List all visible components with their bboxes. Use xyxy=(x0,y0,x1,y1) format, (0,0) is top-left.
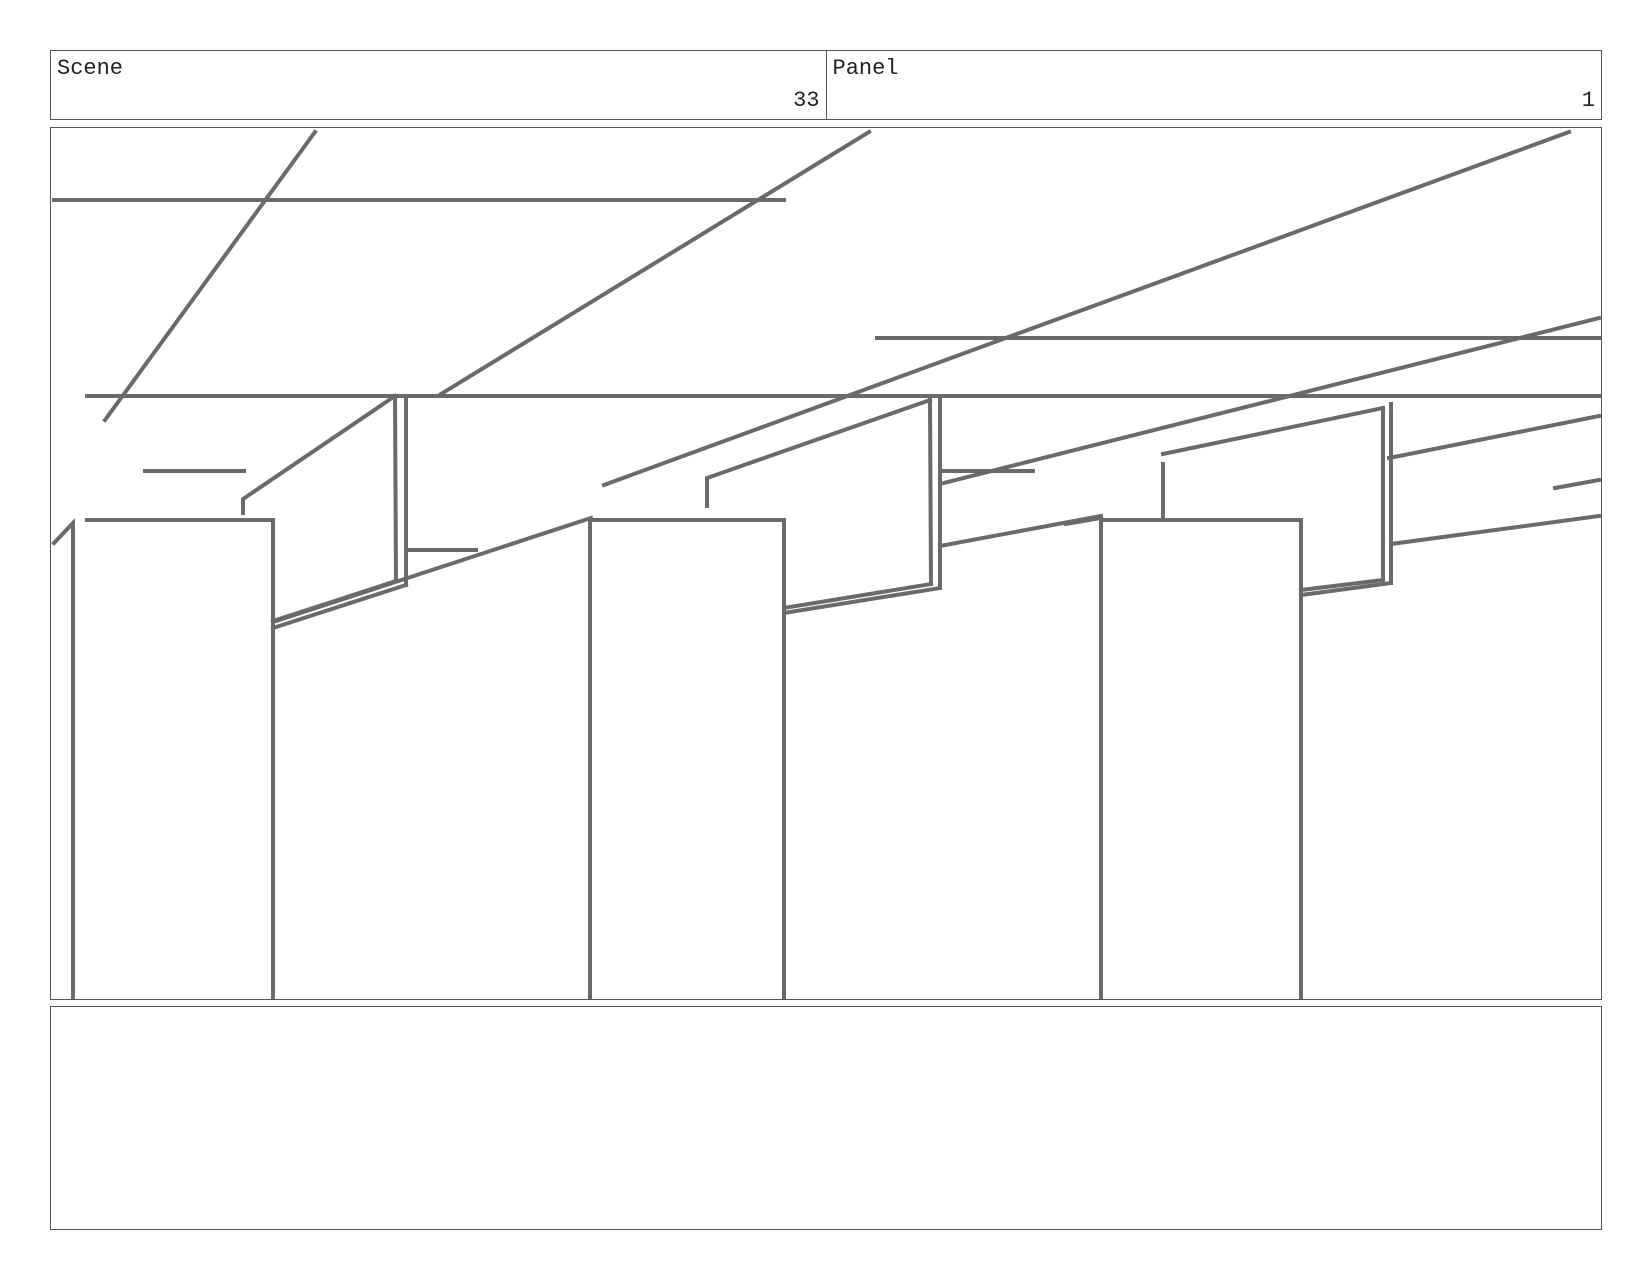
sketch-strokes xyxy=(51,129,1601,999)
stroke-line xyxy=(1552,477,1601,491)
stroke-line xyxy=(1298,580,1394,598)
stroke-line xyxy=(941,315,1601,486)
stroke-line xyxy=(85,518,275,999)
stroke-line xyxy=(241,393,398,515)
panel-label: Panel xyxy=(832,56,899,81)
stroke-line xyxy=(1160,405,1386,457)
panel-sketch xyxy=(51,129,1601,999)
storyboard-panel[interactable] xyxy=(50,127,1602,1000)
stroke-line xyxy=(781,581,934,611)
stroke-line xyxy=(392,393,399,584)
stroke-line xyxy=(927,397,934,587)
stroke-line xyxy=(102,129,318,423)
stroke-line xyxy=(601,129,1572,488)
stroke-line xyxy=(1063,515,1104,527)
stroke-line xyxy=(588,518,786,999)
stroke-line xyxy=(1298,577,1386,593)
stroke-line xyxy=(1099,518,1303,999)
stroke-line xyxy=(270,582,409,631)
panel-number[interactable]: 1 xyxy=(1581,88,1595,113)
scene-label: Scene xyxy=(57,56,124,81)
stroke-line xyxy=(1386,413,1601,461)
stroke-line xyxy=(1388,513,1601,547)
panel-cell: Panel 1 xyxy=(825,51,1602,119)
scene-number[interactable]: 33 xyxy=(793,88,820,113)
stroke-line xyxy=(51,517,75,999)
stroke-line xyxy=(705,397,933,508)
panel-header: Scene 33 Panel 1 xyxy=(50,50,1602,120)
stroke-line xyxy=(438,129,872,397)
scene-cell: Scene 33 xyxy=(51,51,826,119)
notes-box[interactable] xyxy=(50,1006,1602,1230)
stroke-line xyxy=(270,515,594,625)
stroke-line xyxy=(781,585,943,616)
